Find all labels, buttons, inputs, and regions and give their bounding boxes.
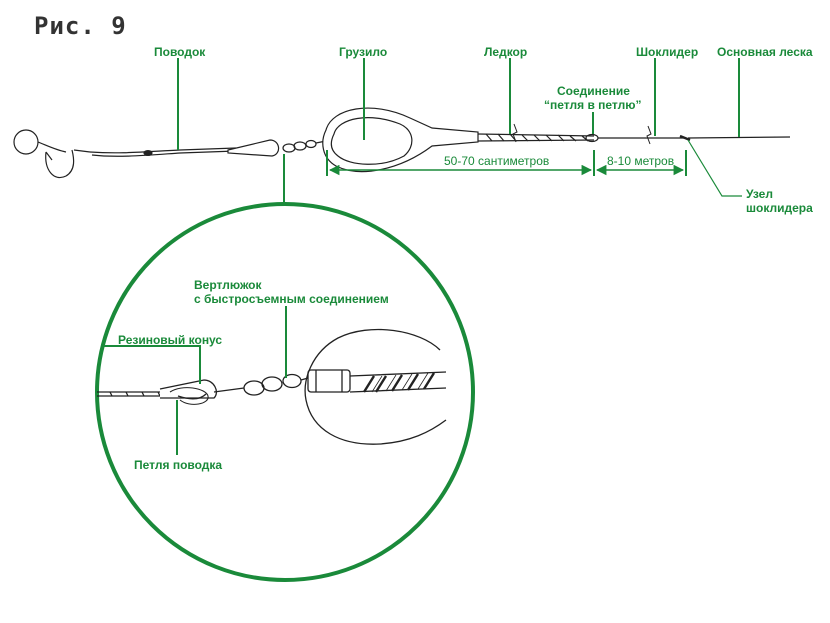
main-rig <box>13 107 791 179</box>
detail-rig <box>97 328 447 445</box>
rubber-cone <box>227 139 280 157</box>
dimension-shock: 8-10 метров <box>607 154 675 168</box>
hair-line <box>37 141 67 153</box>
swivel-ring-2 <box>293 141 307 151</box>
detail-quick-link <box>307 369 351 393</box>
label-shock-knot-2: шоклидера <box>746 201 813 215</box>
label-main-line: Основная леска <box>717 45 813 59</box>
label-leader-loop: Петля поводка <box>134 458 223 472</box>
label-leader: Поводок <box>154 45 206 59</box>
shock-knot <box>679 134 691 142</box>
detail-rubber-cone <box>159 379 218 399</box>
label-shock-leader: Шоклидер <box>636 45 699 59</box>
main-line <box>687 136 791 139</box>
stop-bead <box>143 150 153 157</box>
leader-line <box>89 147 237 154</box>
detail-leader-loop <box>169 387 209 405</box>
detail-leadcore <box>349 371 447 393</box>
label-swivel-1: Вертлюжок <box>194 278 262 292</box>
label-rubber-cone: Резиновый конус <box>118 333 223 347</box>
boilie-bait <box>13 129 39 155</box>
pointer-lines <box>177 58 742 210</box>
label-loop-to-loop-2: “петля в петлю” <box>544 98 642 112</box>
label-loop-to-loop-1: Соединение <box>557 84 630 98</box>
label-leadcore: Ледкор <box>484 45 528 59</box>
detail-swivel-ring-2 <box>261 376 283 392</box>
hook <box>45 149 91 179</box>
swivel-ring-1 <box>282 143 296 153</box>
dimension-leadcore: 50-70 сантиметров <box>444 154 550 168</box>
label-swivel-2: с быстросъемным соединением <box>194 292 389 306</box>
detail-pointer-lines <box>104 306 287 455</box>
label-sinker: Грузило <box>339 45 388 59</box>
figure-title: Рис. 9 <box>34 12 127 40</box>
label-shock-knot-1: Узел <box>746 187 773 201</box>
detail-sinker <box>304 328 447 445</box>
